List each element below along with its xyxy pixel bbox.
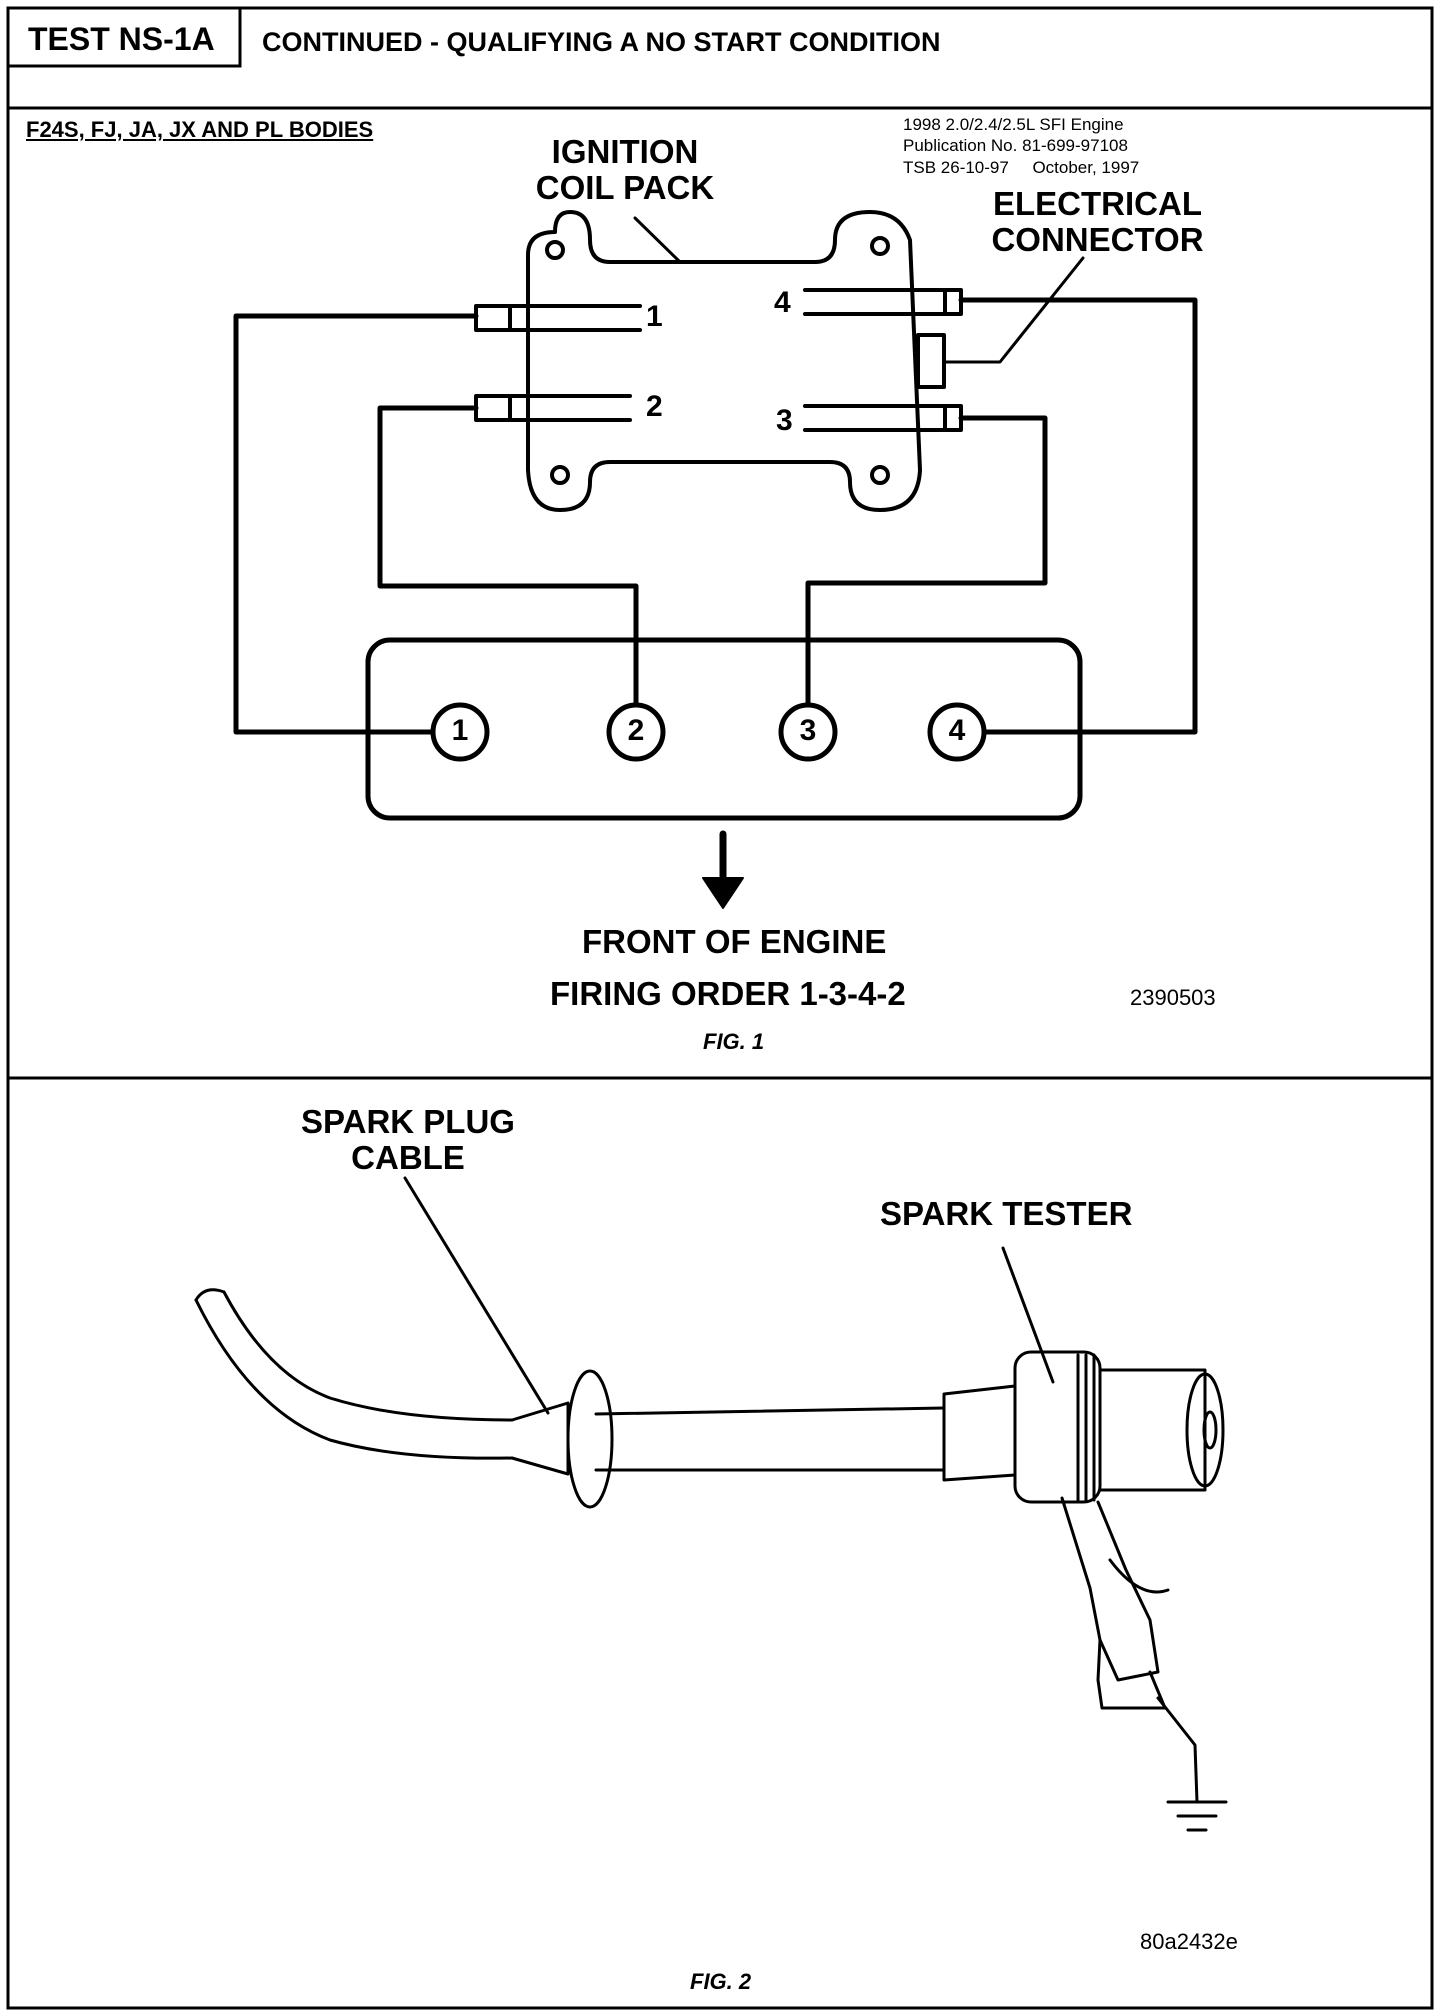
spark-tester-label: SPARK TESTER <box>880 1195 1133 1232</box>
boot-flange <box>566 1369 614 1509</box>
ground-clip-jaw <box>1096 1638 1167 1710</box>
spark-tester-diagram <box>194 1176 1228 1832</box>
cylinder-4-label: 4 <box>948 714 966 747</box>
fig1-ref-code: 2390503 <box>1130 985 1216 1010</box>
connector-leader-line <box>942 256 1085 364</box>
wire-cylinder-1 <box>233 313 479 735</box>
coil-tower-2 <box>474 394 512 422</box>
firing-order-diagram <box>233 210 1198 909</box>
electrical-connector-label: ELECTRICAL CONNECTOR <box>991 185 1204 259</box>
tester-tube-top <box>594 1406 946 1416</box>
coil-mount-hole <box>550 465 570 485</box>
coil-terminal-2-label: 2 <box>646 390 663 423</box>
spark-plug-cable <box>194 1298 514 1460</box>
tester-nose <box>1098 1368 1207 1492</box>
outer-border <box>6 6 1434 2010</box>
coil-pack-outline <box>526 210 922 512</box>
cable-cut-end <box>194 1288 226 1302</box>
electrical-connector-plug <box>916 333 946 389</box>
spark-plug-cable-label: SPARK PLUG CABLE <box>301 1103 515 1177</box>
cable-boot <box>510 1401 570 1476</box>
cylinder-1-label: 1 <box>451 714 469 747</box>
front-arrow-head <box>702 877 744 909</box>
ground-clip-spring <box>1108 1558 1170 1594</box>
tester-tip <box>1185 1372 1225 1488</box>
front-of-engine-label: FRONT OF ENGINE <box>582 923 887 960</box>
cylinder-2-label: 2 <box>627 714 645 747</box>
coil-pack-label: IGNITION COIL PACK <box>535 133 715 207</box>
tester-nut <box>1013 1350 1102 1504</box>
fig2-caption: FIG. 2 <box>690 1969 752 1994</box>
page-title: CONTINUED - QUALIFYING A NO START CONDIT… <box>262 27 941 57</box>
coil-mount-hole <box>870 465 890 485</box>
coil-terminal-4-label: 4 <box>774 286 791 319</box>
tester-tube-step <box>942 1384 1017 1482</box>
test-id: TEST NS-1A <box>28 21 215 57</box>
publication-engine: 1998 2.0/2.4/2.5L SFI Engine <box>903 115 1124 134</box>
coil-terminal-1-label: 1 <box>646 300 663 333</box>
coil-mount-hole <box>870 236 890 256</box>
coil-pack-leader-line <box>633 216 682 264</box>
wire-cylinder-3 <box>805 415 1048 708</box>
ground-wire <box>1156 1696 1199 1804</box>
bodies-label: F24S, FJ, JA, JX AND PL BODIES <box>26 117 374 142</box>
ground-clip <box>1060 1496 1160 1682</box>
engine-block <box>365 637 1083 821</box>
cable-leader-line <box>403 1176 550 1415</box>
wire-cylinder-4 <box>958 297 1198 735</box>
fig2-ref-code: 80a2432e <box>1140 1929 1238 1954</box>
coil-mount-hole <box>545 240 565 260</box>
test-id-box <box>6 6 242 68</box>
tester-tip-hole <box>1202 1410 1218 1450</box>
firing-order-label: FIRING ORDER 1-3-4-2 <box>550 975 906 1012</box>
coil-tower-4 <box>943 288 963 316</box>
publication-number: Publication No. 81-699-97108 <box>903 136 1128 156</box>
cylinder-3-label: 3 <box>799 714 817 747</box>
coil-terminal-3-label: 3 <box>776 404 793 437</box>
publication-info: 1998 2.0/2.4/2.5L SFI Engine Publication… <box>903 114 1139 178</box>
tester-leader-line <box>1001 1246 1055 1384</box>
spark-plug-cable <box>222 1290 514 1422</box>
wire-cylinder-2 <box>377 405 639 708</box>
fig1-caption: FIG. 1 <box>703 1029 765 1054</box>
coil-tower-1 <box>474 304 512 332</box>
publication-tsb: TSB 26-10-97 October, 1997 <box>903 157 1140 177</box>
